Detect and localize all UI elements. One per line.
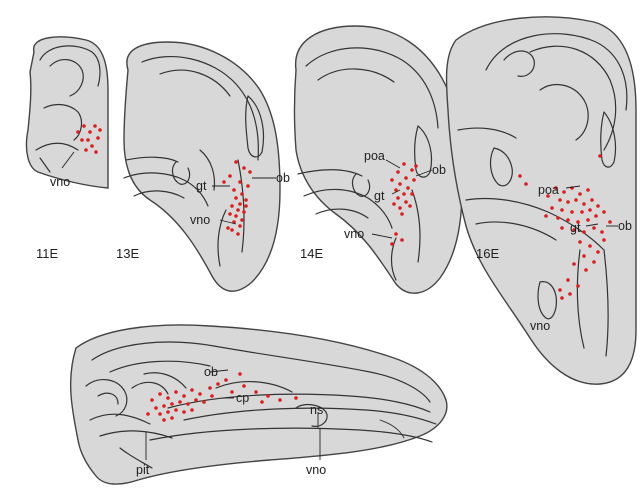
label-ob-16e: ob (618, 219, 632, 233)
label-gt-13e: gt (196, 179, 207, 193)
label-cp-sagittal: cp (236, 391, 249, 405)
label-ns-sagittal: ns (310, 403, 323, 417)
label-vno-11e: vno (50, 175, 70, 189)
panel-16e: poa gt ob vno 16E (446, 17, 636, 384)
label-gt-16e: gt (570, 221, 581, 235)
label-vno-16e: vno (530, 319, 550, 333)
panel-11e: vno 11E (26, 37, 108, 261)
label-vno-14e: vno (344, 227, 364, 241)
panel-14e: poa ob gt vno 14E (295, 26, 463, 293)
stage-label-14e: 14E (300, 246, 323, 261)
panel-13e-section (124, 42, 280, 291)
label-ob-14e: ob (432, 163, 446, 177)
label-vno-sagittal: vno (306, 463, 326, 477)
label-ob-sagittal: ob (204, 365, 218, 379)
label-pit-sagittal: pit (136, 463, 150, 477)
stage-label-16e: 16E (476, 246, 499, 261)
label-poa-16e: poa (538, 183, 559, 197)
panel-13e: ob gt vno 13E (116, 42, 290, 291)
label-vno-13e: vno (190, 213, 210, 227)
label-gt-14e: gt (374, 189, 385, 203)
label-poa-14e: poa (364, 149, 385, 163)
stage-label-11e: 11E (36, 246, 58, 261)
panel-sagittal: ob cp ns pit vno (71, 325, 447, 484)
label-ob-13e: ob (276, 171, 290, 185)
stage-label-13e: 13E (116, 246, 139, 261)
panel-sagittal-section (71, 325, 447, 484)
